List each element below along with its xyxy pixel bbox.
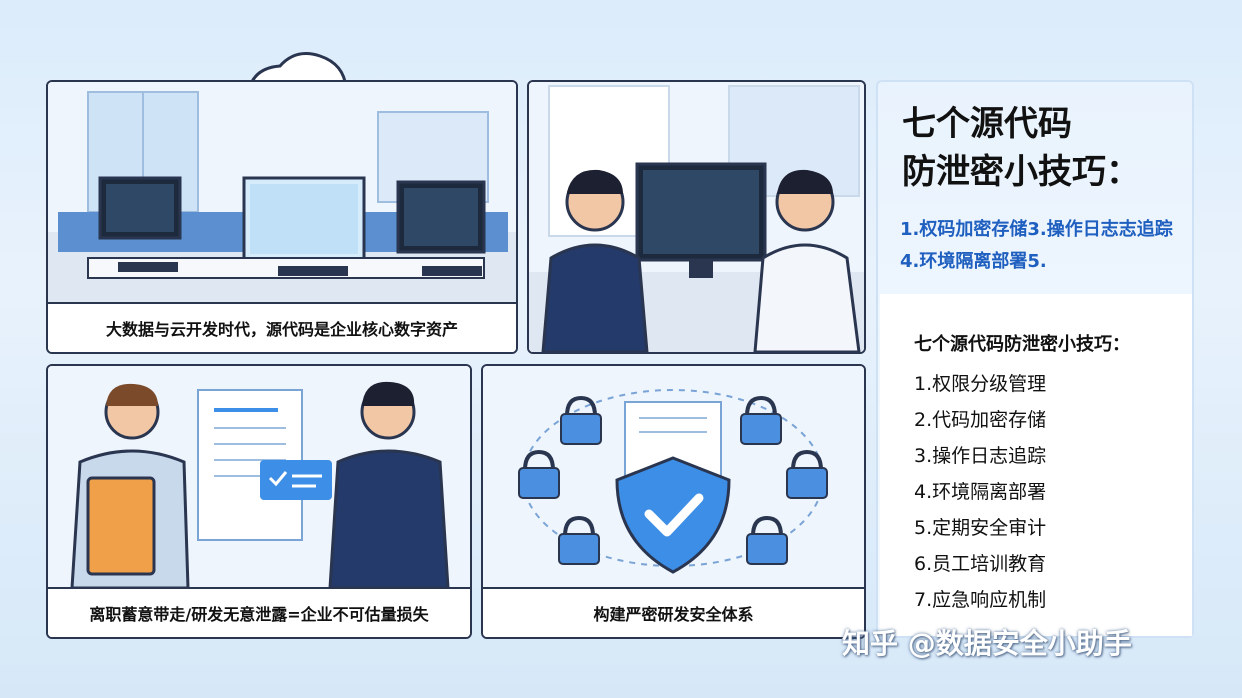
tip-item: 5.定期安全审计 (914, 517, 1047, 539)
office-caption: 大数据与云开发时代，源代码是企业核心数字资产 (48, 302, 516, 352)
tips-list-title: 七个源代码防泄密小技巧： (914, 334, 1130, 355)
lock-icon (518, 449, 560, 499)
tips-list: 1.权限分级管理 2.代码加密存储 3.操作日志追踪 4.环境隔离部署 5.定期… (914, 366, 1046, 618)
departure-caption: 离职蓄意带走/研发无意泄露=企业不可估量损失 (48, 587, 470, 637)
security-panel: 构建严密研发安全体系 (481, 364, 866, 639)
sidebar-title-line2: 防泄密小技巧： (902, 152, 1140, 192)
sidebar-title: 七个源代码 防泄密小技巧： (902, 100, 1140, 196)
security-illustration (483, 366, 864, 588)
tips-sidebar: 七个源代码 防泄密小技巧： 1.权码加密存储3.操作日志志追踪4.环境隔离部署5… (876, 80, 1194, 638)
tip-item: 7.应急响应机制 (914, 589, 1047, 611)
developers-panel (527, 80, 866, 354)
developer-figure (753, 169, 861, 352)
developers-illustration (529, 82, 864, 352)
lock-icon (560, 395, 602, 445)
security-caption: 构建严密研发安全体系 (483, 587, 864, 637)
monitor-icon (98, 176, 182, 240)
manager-figure (328, 381, 450, 588)
employee-figure (70, 383, 190, 588)
monitor-icon (396, 180, 486, 254)
office-illustration (48, 82, 516, 304)
sidebar-title-line1: 七个源代码 (902, 104, 1072, 144)
lock-icon (746, 515, 788, 565)
developer-figure (541, 169, 649, 352)
office-panel: 大数据与云开发时代，源代码是企业核心数字资产 (46, 80, 518, 354)
tips-card (880, 294, 1192, 636)
tip-item: 3.操作日志追踪 (914, 445, 1047, 467)
shield-icon (615, 456, 731, 574)
monitor-icon (635, 162, 767, 278)
lock-icon (558, 515, 600, 565)
sidebar-subtitle: 1.权码加密存储3.操作日志志追踪4.环境隔离部署5. (900, 219, 1173, 272)
monitor-icon (242, 176, 366, 272)
tip-item: 6.员工培训教育 (914, 553, 1047, 575)
tip-item: 4.环境隔离部署 (914, 481, 1047, 503)
tip-item: 2.代码加密存储 (914, 409, 1047, 431)
message-icon (260, 460, 332, 500)
watermark: 知乎 @数据安全小助手 (842, 627, 1132, 660)
tip-item: 1.权限分级管理 (914, 373, 1047, 395)
lock-icon (786, 449, 828, 499)
departure-illustration (48, 366, 470, 588)
lock-icon (740, 395, 782, 445)
departure-panel: 离职蓄意带走/研发无意泄露=企业不可估量损失 (46, 364, 472, 639)
